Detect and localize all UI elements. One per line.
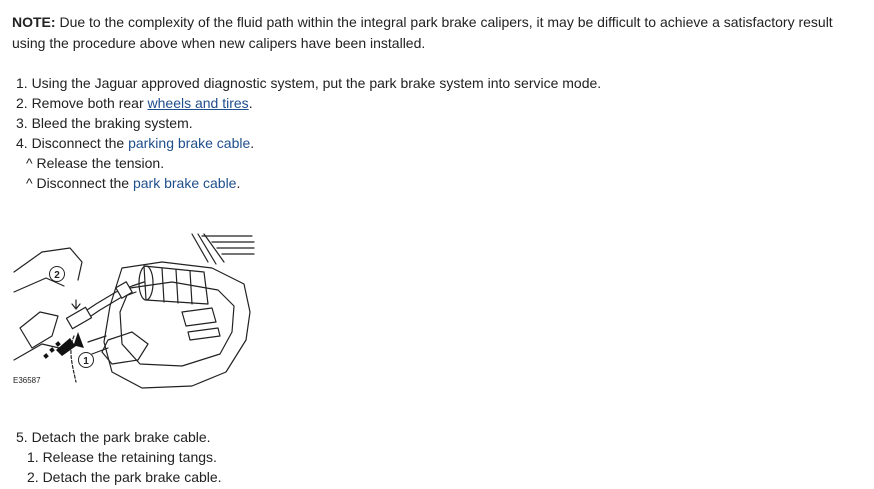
callout-2-label: 2 [54, 270, 60, 281]
wheels-and-tires-link[interactable]: wheels and tires [147, 95, 249, 111]
note-paragraph: NOTE: Due to the complexity of the fluid… [12, 12, 862, 54]
step-5-substep-2: 2. Detach the park brake cable. [27, 469, 222, 485]
callout-2: 2 [49, 266, 65, 282]
step-4-suffix: . [250, 135, 255, 151]
step-4-prefix: 4. Disconnect the [16, 135, 129, 151]
step-4-substep-disconnect: ^ Disconnect the park brake cable. [26, 173, 240, 193]
note-label: NOTE: [12, 14, 56, 30]
step-2-prefix: 2. Remove both rear [16, 95, 148, 111]
step-3: 3. Bleed the braking system. [16, 115, 193, 131]
step-4: 4. Disconnect the parking brake cable. [16, 133, 254, 153]
substep-suffix: . [236, 175, 241, 191]
parking-brake-cable-link[interactable]: parking brake cable [128, 135, 251, 151]
callout-1-label: 1 [83, 356, 89, 367]
park-brake-cable-link[interactable]: park brake cable [132, 175, 237, 191]
note-text: Due to the complexity of the fluid path … [12, 14, 833, 51]
figure-id: E36587 [13, 376, 41, 385]
substep-prefix: ^ Disconnect the [26, 175, 133, 191]
step-4-substep-release: ^ Release the tension. [26, 155, 165, 171]
step-5: 5. Detach the park brake cable. [16, 429, 211, 445]
step-2-suffix: . [248, 95, 253, 111]
park-brake-caliper-illustration: 2 1 [13, 233, 255, 389]
step-2: 2. Remove both rear wheels and tires. [16, 93, 253, 113]
step-1: 1. Using the Jaguar approved diagnostic … [16, 75, 602, 91]
callout-1: 1 [78, 352, 94, 368]
step-5-substep-1: 1. Release the retaining tangs. [27, 449, 217, 465]
